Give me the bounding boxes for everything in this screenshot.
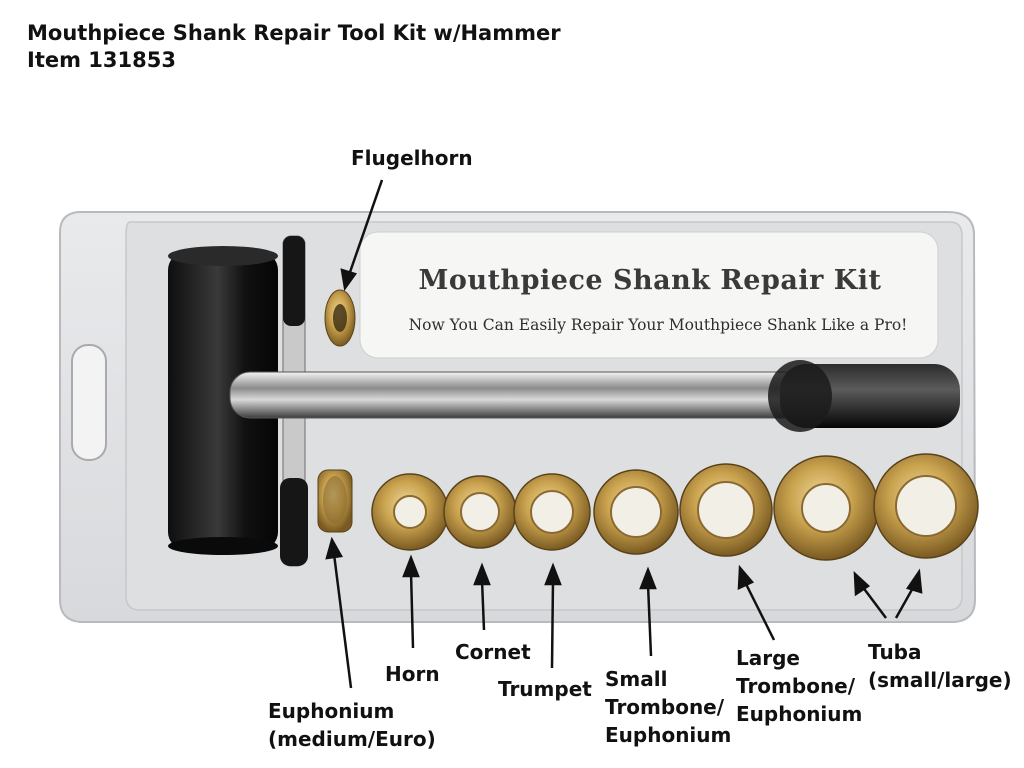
small-trombone-arrow [646, 583, 653, 657]
label-tuba: Tuba (small/large) [868, 638, 1012, 694]
trumpet-arrowhead [544, 562, 562, 586]
tuba-small-arrowhead [853, 571, 871, 597]
euphonium-medium-arrowhead [325, 536, 343, 560]
hammer-head [168, 246, 278, 555]
label-cornet: Cornet [455, 640, 531, 664]
horn-arrow [409, 571, 415, 649]
large-trombone-arrowhead [737, 564, 755, 591]
label-small-trombone-line3: Euphonium [605, 723, 732, 747]
label-small-trombone: Small Trombone/ Euphonium [605, 665, 731, 749]
large-trombone-sizer [679, 463, 773, 557]
label-tuba-line1: Tuba [868, 640, 922, 664]
flugelhorn-arrowhead [340, 268, 358, 292]
cornet-arrow [480, 579, 486, 631]
tuba-large-sizer [873, 453, 979, 559]
cornet-sizer [443, 475, 517, 549]
tuba-large-arrowhead [906, 568, 923, 594]
large-trombone-arrow [743, 581, 776, 641]
item-number: Item 131853 [27, 48, 176, 72]
tuba-small-arrow [861, 585, 887, 619]
label-euphonium-medium-line1: Euphonium [268, 699, 395, 723]
horn-sizer [371, 473, 449, 551]
small-trombone-arrowhead [639, 566, 657, 590]
label-euphonium-medium: Euphonium (medium/Euro) [268, 697, 436, 753]
package-card: Mouthpiece Shank Repair Kit Now You Can … [359, 231, 939, 359]
trumpet-arrow [550, 579, 555, 669]
callout-arrows [325, 179, 923, 689]
hang-slot [71, 344, 107, 461]
horn-arrowhead [402, 554, 420, 578]
flugelhorn-arrow [347, 179, 384, 276]
label-flugelhorn: Flugelhorn [351, 146, 473, 170]
sizer-row [371, 453, 979, 561]
product-title-block: Mouthpiece Shank Repair Tool Kit w/Hamme… [27, 20, 561, 74]
flugelhorn-sizer [324, 289, 356, 347]
hammer-handle [229, 360, 960, 432]
package-card-subtitle: Now You Can Easily Repair Your Mouthpiec… [409, 316, 908, 334]
label-trumpet: Trumpet [498, 677, 592, 701]
label-small-trombone-line2: Trombone/ [605, 695, 725, 719]
label-tuba-line2: (small/large) [868, 668, 1012, 692]
label-large-trombone-line1: Large [736, 646, 800, 670]
label-large-trombone: Large Trombone/ Euphonium [736, 644, 862, 728]
label-large-trombone-line3: Euphonium [736, 702, 863, 726]
package-card-title: Mouthpiece Shank Repair Kit [419, 265, 882, 296]
euphonium-medium-sizer [317, 469, 353, 533]
cornet-arrowhead [473, 562, 491, 586]
label-small-trombone-line1: Small [605, 667, 668, 691]
small-trombone-sizer [593, 469, 679, 555]
tuba-small-sizer [773, 455, 879, 561]
product-title: Mouthpiece Shank Repair Tool Kit w/Hamme… [27, 21, 561, 45]
label-horn: Horn [385, 662, 440, 686]
trumpet-sizer [513, 473, 591, 551]
euphonium-medium-arrow [332, 553, 353, 689]
label-large-trombone-line2: Trombone/ [736, 674, 856, 698]
tuba-large-arrow [894, 585, 916, 619]
label-euphonium-medium-line2: (medium/Euro) [268, 727, 436, 751]
